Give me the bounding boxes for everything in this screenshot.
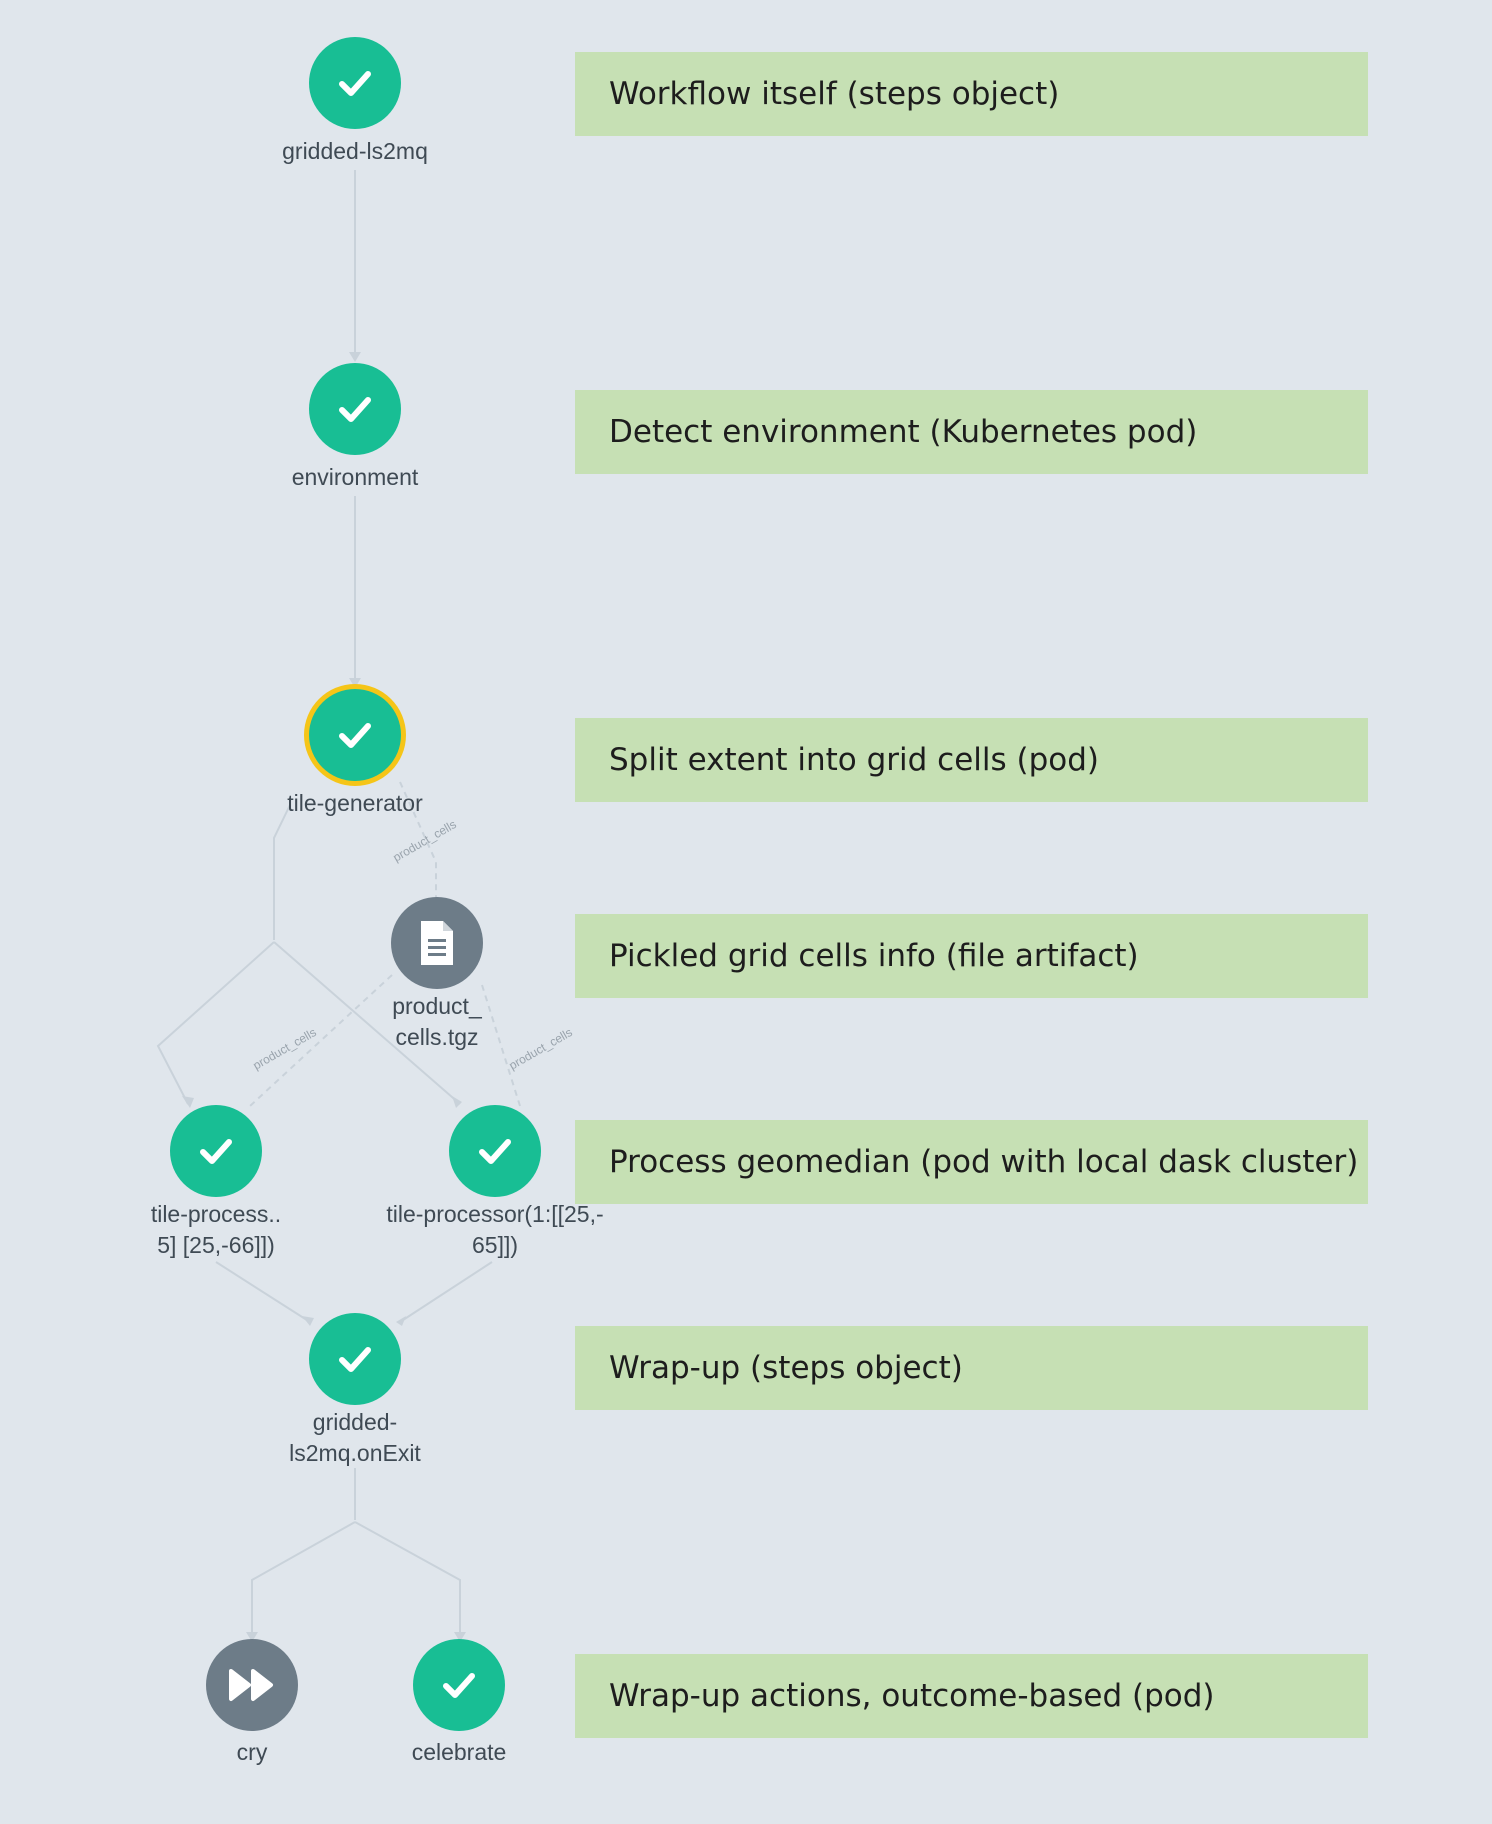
node-label: celebrate bbox=[411, 1739, 507, 1765]
node-label: cry bbox=[236, 1739, 268, 1765]
node-label-line: gridded- bbox=[312, 1409, 398, 1435]
edge-fanout-right bbox=[273, 941, 461, 1105]
node-label-line: 65]]) bbox=[471, 1232, 519, 1258]
node-tile-processor-right[interactable] bbox=[449, 1105, 541, 1197]
annotation-onexit: Wrap-up (steps object) bbox=[575, 1326, 1368, 1410]
file-icon bbox=[421, 921, 453, 965]
check-icon bbox=[339, 71, 371, 96]
annotation-wrapup-actions: Wrap-up actions, outcome-based (pod) bbox=[575, 1654, 1368, 1738]
arrow-cry bbox=[246, 1632, 258, 1642]
edge-label-artifact-in: product_cells bbox=[391, 817, 459, 864]
edge-fanout-celebrate bbox=[354, 1521, 461, 1640]
node-label: tile-process.. 5] [25,-66]]) bbox=[116, 1199, 316, 1261]
arrow-celebrate bbox=[454, 1632, 466, 1642]
node-label: environment bbox=[291, 464, 419, 490]
node-gridded-ls2mq[interactable] bbox=[309, 37, 401, 129]
fast-forward-icon bbox=[229, 1669, 273, 1701]
node-label-line: tile-processor(1:[[25,- bbox=[386, 1201, 604, 1227]
annotation-environment: Detect environment (Kubernetes pod) bbox=[575, 390, 1368, 474]
check-icon bbox=[339, 397, 371, 422]
node-label: tile-processor(1:[[25,- 65]]) bbox=[345, 1199, 645, 1261]
edge-label-artifact-left: product_cells bbox=[251, 1025, 319, 1072]
check-icon bbox=[200, 1139, 232, 1164]
edge-tilegen-fanout bbox=[273, 804, 291, 940]
arrow-environment bbox=[349, 352, 361, 362]
check-icon bbox=[479, 1139, 511, 1164]
check-icon bbox=[339, 1347, 371, 1372]
arrow-tilegen bbox=[349, 678, 361, 688]
node-label: gridded- ls2mq.onExit bbox=[255, 1407, 455, 1469]
node-artifact-product-cells[interactable] bbox=[391, 897, 483, 989]
node-label: product_ cells.tgz bbox=[337, 991, 537, 1053]
arrow-left bbox=[182, 1096, 194, 1108]
annotation-tile-generator: Split extent into grid cells (pod) bbox=[575, 718, 1368, 802]
node-tile-processor-left[interactable] bbox=[170, 1105, 262, 1197]
node-onexit[interactable] bbox=[309, 1313, 401, 1405]
edge-fanout-left bbox=[156, 941, 275, 1105]
node-label-line: tile-process.. bbox=[150, 1201, 282, 1227]
node-label: tile-generator bbox=[287, 790, 423, 816]
edge-fanout-cry bbox=[251, 1521, 356, 1640]
node-label-line: ls2mq.onExit bbox=[289, 1440, 421, 1466]
arrow-right bbox=[452, 1096, 462, 1108]
node-cry[interactable] bbox=[206, 1639, 298, 1731]
edge-tilegen-artifact bbox=[399, 781, 437, 900]
annotation-workflow: Workflow itself (steps object) bbox=[575, 52, 1368, 136]
node-celebrate[interactable] bbox=[413, 1639, 505, 1731]
node-tile-generator[interactable] bbox=[309, 689, 401, 781]
arrow-onexit-right bbox=[396, 1316, 406, 1326]
check-icon bbox=[443, 1673, 475, 1698]
node-label-line: 5] [25,-66]]) bbox=[157, 1232, 275, 1258]
annotation-artifact: Pickled grid cells info (file artifact) bbox=[575, 914, 1368, 998]
node-label-line: cells.tgz bbox=[395, 1024, 479, 1050]
arrow-onexit-left bbox=[302, 1316, 314, 1326]
node-label-line: product_ bbox=[392, 993, 482, 1019]
node-environment[interactable] bbox=[309, 363, 401, 455]
node-label: gridded-ls2mq bbox=[282, 138, 428, 164]
check-icon bbox=[339, 723, 371, 748]
edge-left-onexit bbox=[215, 1261, 311, 1323]
annotation-tile-processor: Process geomedian (pod with local dask c… bbox=[575, 1120, 1368, 1204]
edge-right-onexit bbox=[399, 1261, 493, 1323]
